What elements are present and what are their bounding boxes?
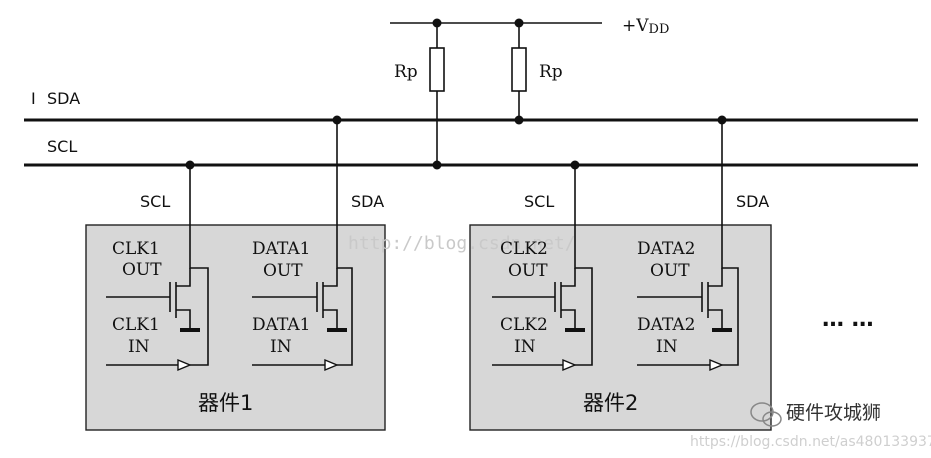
- scl-bus-label: SCL: [47, 137, 77, 156]
- rp2-label: Rp: [539, 62, 563, 82]
- junction-scl-rp1: [432, 160, 442, 170]
- junction-sda-rp2: [514, 115, 524, 125]
- rp1-label: Rp: [394, 62, 418, 82]
- device-1-box: [85, 224, 386, 431]
- dev1-scl-tap-label: SCL: [140, 192, 170, 211]
- dev2-sda-tap-label: SDA: [736, 192, 769, 211]
- sda-bus-label: SDA: [47, 89, 80, 108]
- dev1-clk-circuit: [106, 165, 209, 372]
- dev2-data-circuit: [637, 120, 739, 372]
- rp2-resistor: [511, 47, 527, 92]
- device-2-box: [469, 224, 772, 431]
- url-watermark: https://blog.csdn.net/as480133937: [690, 434, 931, 450]
- dev2-scl-tap-label: SCL: [524, 192, 554, 211]
- rp1-resistor: [429, 47, 445, 92]
- vdd-label: +VDD: [622, 16, 669, 37]
- device-1-title: 器件1: [198, 391, 253, 415]
- brand-watermark: 硬件攻城狮: [786, 402, 881, 424]
- more-devices-ellipsis: … …: [822, 307, 874, 332]
- dev1-sda-tap-label: SDA: [351, 192, 384, 211]
- dev2-clk-circuit: [492, 165, 593, 372]
- device-2-title: 器件2: [583, 391, 638, 415]
- wechat-icon: [750, 402, 782, 427]
- text-cursor-glyph: I: [31, 89, 36, 108]
- dev1-data-circuit: [252, 120, 353, 372]
- watermark-center: http://blog.csdn.net/: [348, 233, 576, 254]
